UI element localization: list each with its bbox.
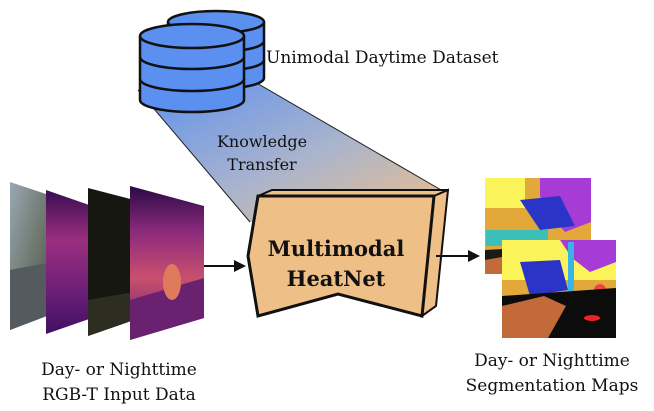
thermal-night-road <box>130 278 204 340</box>
knowledge-transfer-line1: Knowledge <box>216 132 308 151</box>
cyclist-figure <box>163 264 181 300</box>
heatnet-label: Multimodal HeatNet <box>258 234 414 294</box>
input-caption: Day- or Nighttime RGB-T Input Data <box>2 358 236 408</box>
knowledge-transfer-beam <box>138 78 448 222</box>
heatnet-label-line2: HeatNet <box>286 266 386 291</box>
heatnet-front-face <box>246 194 436 318</box>
rgb-night-road <box>88 292 134 336</box>
heatnet-block <box>246 188 450 319</box>
output-arrow-head <box>468 250 480 262</box>
beam-edge-bottom <box>137 89 251 223</box>
segmentation-map-front <box>502 240 616 338</box>
knowledge-transfer-label: Knowledge Transfer <box>216 130 308 176</box>
input-caption-line1: Day- or Nighttime <box>41 360 197 380</box>
thermal-day-image <box>46 190 92 334</box>
database-icon <box>138 9 266 114</box>
input-caption-line2: RGB-T Input Data <box>42 385 196 405</box>
input-images <box>10 182 204 340</box>
heatnet-label-line1: Multimodal <box>267 236 405 261</box>
beam-edge-top <box>247 77 449 195</box>
dataset-label: Unimodal Daytime Dataset <box>266 48 499 68</box>
output-caption-line1: Day- or Nighttime <box>474 351 630 371</box>
input-arrow-head <box>234 260 246 272</box>
rgb-day-road <box>10 262 52 330</box>
knowledge-transfer-line2: Transfer <box>227 155 297 174</box>
output-caption-line2: Segmentation Maps <box>465 376 639 396</box>
output-caption: Day- or Nighttime Segmentation Maps <box>450 349 654 399</box>
